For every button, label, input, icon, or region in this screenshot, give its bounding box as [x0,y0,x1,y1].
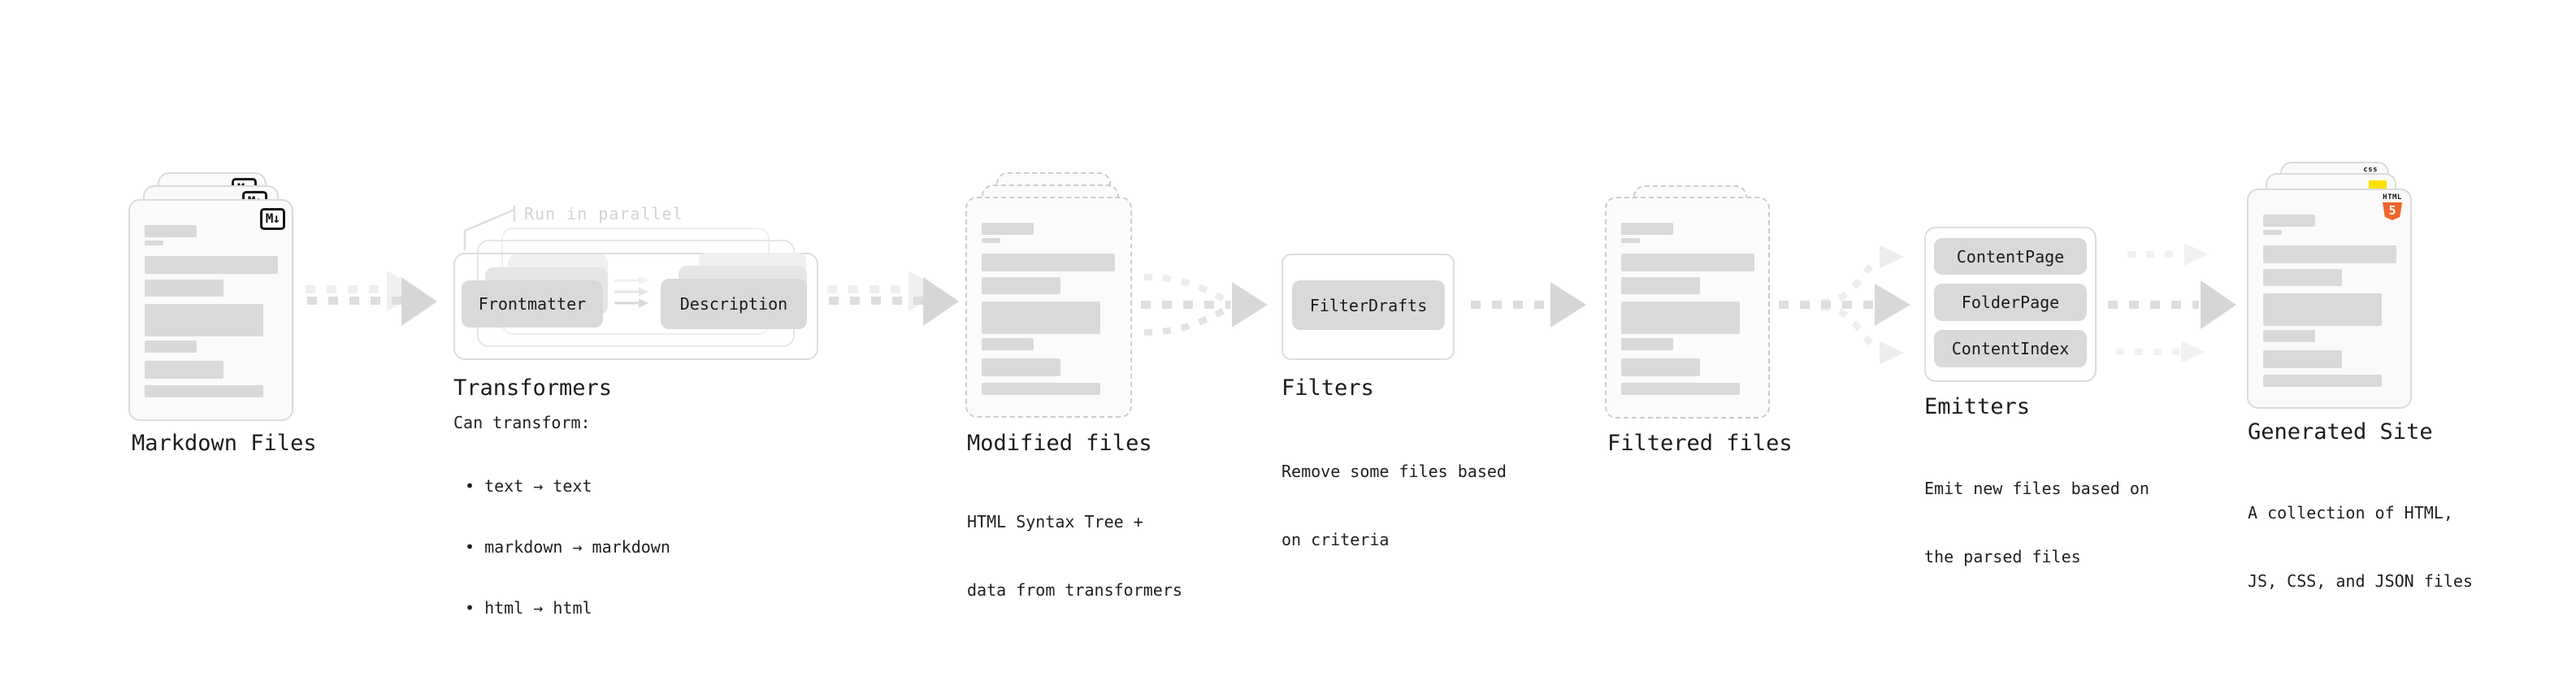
emitters-desc: Emit new files based on the parsed files [1924,479,2149,566]
stage-label-modified-files: Modified files [967,431,1152,456]
modified-files-desc: HTML Syntax Tree + data from transformer… [967,512,1182,600]
markdown-icon: M↓ [259,208,285,230]
note-leader-line [463,206,516,250]
transformers-bullets: • text → text • markdown → markdown • ht… [465,436,670,659]
html5-icon: HTML 5 [2381,194,2404,220]
filters-frame [1281,254,1455,360]
modified-doc-front [965,197,1132,418]
run-in-parallel-note: Run in parallel [524,204,683,223]
emitters-frame [1924,227,2097,382]
stage-label-generated-site: Generated Site [2248,419,2433,445]
merge-arrow-modified-to-filters [1141,274,1268,336]
markdown-doc-front: M↓ [128,199,293,421]
flow-arrow-transformers-to-modified [827,271,959,326]
generated-site-desc: A collection of HTML, JS, CSS, and JSON … [2248,503,2473,591]
transformer-step-description: Description [661,279,807,329]
bullet-item: • html → html [465,598,592,618]
fanout-arrow-filtered-to-emitters [1779,245,1910,364]
step-arrows-icon [614,275,648,308]
bullet-item: • text → text [465,476,592,496]
transformers-frame-front [453,253,818,360]
filter-step-filterdrafts: FilterDrafts [1292,280,1445,330]
js-file-icon [2369,180,2387,189]
bullet-item: • markdown → markdown [465,537,670,557]
emitter-contentindex: ContentIndex [1934,330,2087,367]
transformers-desc-title: Can transform: [453,413,591,432]
generated-doc-html: HTML 5 [2247,189,2412,409]
transformer-step-frontmatter: Frontmatter [462,280,603,327]
stage-label-filtered-files: Filtered files [1607,431,1793,456]
flow-arrow-markdown-to-transformers [306,271,437,326]
stage-label-transformers: Transformers [453,375,613,401]
flow-arrows-emitters-to-generated [2108,243,2236,363]
stage-label-filters: Filters [1281,375,1374,401]
stage-label-markdown-files: Markdown Files [132,431,317,456]
stage-label-emitters: Emitters [1924,394,2031,419]
flow-arrow-filters-to-filtered [1471,282,1586,327]
emitter-folderpage: FolderPage [1934,284,2087,321]
filters-desc: Remove some files based on criteria [1281,462,1507,549]
emitter-contentpage: ContentPage [1934,238,2087,275]
filtered-doc-front [1605,197,1770,419]
